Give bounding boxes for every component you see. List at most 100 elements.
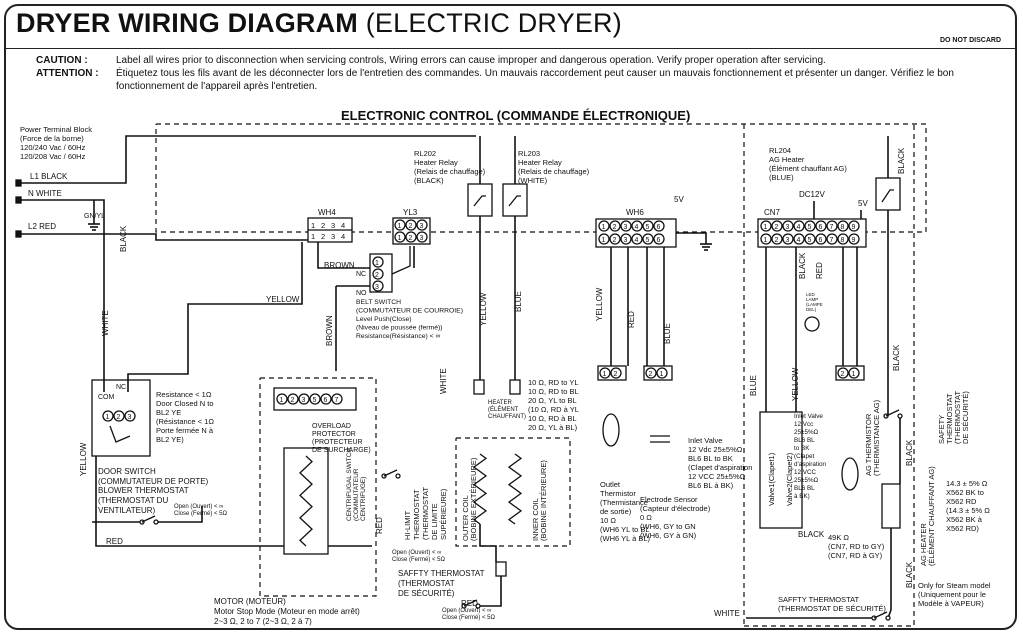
outlet-thermistor-label-line: Outlet [600,480,621,489]
wire-label-brown: BROWN [324,261,355,270]
wire-label-yellow-door: YELLOW [266,295,300,304]
ag-thermistor-label: (THERMISTANCE AG) [872,399,881,476]
hi-limit-switch-blade [383,469,398,477]
cn7-top-pin [826,220,838,232]
safety-thermostat-2-switch-blade [885,409,900,417]
door-resistance-line: Door Closed N to [156,399,214,408]
ag-heater-label: AG HEATER [919,523,928,566]
components [15,177,903,621]
overload-protector-line: DE SURCHARGE) [312,447,371,454]
wire-label-white-hilimit: WHITE [439,368,448,394]
motor-label-line: 2~3 Ω, 2 to 7 (2~3 Ω, 2 à 7) [214,617,312,626]
safety-thermostat-1-line: (THERMOSTAT [398,579,455,588]
cn7-bottom-pin-number: 7 [830,237,834,244]
wire-label-white-bottom: WHITE [714,609,740,618]
cn7-top-pin [760,220,772,232]
door-switch-pin [113,410,125,422]
wh6-top-pin-number: 2 [613,224,617,231]
outlet-thermistor-label-line: (WH6 YL to BL [600,525,650,534]
wire-label-black: BLACK [119,225,128,252]
wire-brown-belt [317,242,370,269]
inlet-valve-label-line: Inlet Valve [688,436,722,445]
relay-rl204-label-line: (BLUE) [769,173,794,182]
connector-yl3-pin [405,219,417,231]
inlet-valve-small-line: 25±5%Ω [794,429,819,436]
cn7-bottom-pin-number: 8 [841,237,845,244]
cn7-top-pin [815,220,827,232]
belt-switch-nc-label: NC [356,271,366,278]
cn7-top-pin-number: 4 [797,224,801,231]
cn7-top-pin-number: 6 [819,224,823,231]
wires [21,135,901,619]
cn7-bottom-pin-number: 6 [819,237,823,244]
inlet-valve-small-line: (Clapet [794,453,815,460]
door-resistance-line: BL2 YE [156,408,181,417]
attention-label: ATTENTION : [36,68,99,79]
electrode-sensor-label-line: (WH6, GY à GN) [640,531,697,540]
safety-thermostat-3-line: SAFFTY THERMOSTAT [778,595,860,604]
relay-rl203-label-line: RL203 [518,149,540,158]
belt-switch-no-pin [372,280,384,292]
ag-heater-resistance-line: (14.3 ± 5% Ω [946,506,990,515]
wire-label-black-led: BLACK [798,252,807,279]
cn7-bottom-pin [760,233,772,245]
hi-limit-label: THERMOSTAT [412,489,421,540]
ag-heater-resistance-line: X562 BK à [946,515,983,524]
inlet-valve-small-line: to BK [794,445,810,452]
wire-label-red-led: RED [815,262,824,279]
motor-pin [276,393,288,405]
hi-limit-label: HI-LIMIT [403,510,412,540]
caution-text: Label all wires prior to disconnection w… [116,55,826,66]
wire-label-yellow-left: YELLOW [79,442,88,476]
safety-thermostat-1-terminal [495,561,507,577]
connector-wh6-label: WH6 [626,208,644,217]
inlet-valve-small-line: à BK) [794,493,810,500]
steam-model-note-line: Only for Steam model [918,581,991,590]
safety-thermostat-3-switch-blade [873,611,888,619]
ag-thermistor-pin-number: 2 [841,371,845,378]
electrode-sensor-pin-number: 1 [660,371,664,378]
relay-rl203-label-line: Heater Relay [518,158,562,167]
wire-label-blue: BLUE [514,291,523,312]
inlet-valve-small-line: d'aspiration [794,461,827,468]
inner-coil-label: INNER COIL [531,498,540,541]
relay-rl204-label-line: RL204 [769,146,791,155]
heater-element-label-line: HEATER [488,400,513,406]
wh6-top-pin-number: 3 [624,224,628,231]
wire-label-yellow-valve: YELLOW [791,367,800,401]
wire-label-black-ag-heater: BLACK [905,439,914,466]
motor-boundary [259,377,377,597]
ag-thermistor-pin-number: 1 [852,371,856,378]
outlet-thermistor-label-line: (WH6 YL à BL) [600,534,651,543]
electrode-sensor-label-line: (Capteur d'électrode) [640,504,711,513]
inner-coil-label: (BOBINE INTÉRIEURE) [539,460,548,541]
cn7-top-pin-number: 1 [764,224,768,231]
inlet-valve-label-line: 12 Vdc 25±5%Ω [688,445,743,454]
centrifugal-switch: (COMMUTATEUR [353,468,360,521]
wh6-ground-wire [676,232,707,238]
inlet-valve-box [759,411,803,529]
wh6-top-pin [631,220,643,232]
wh6-bottom-pin-number: 4 [635,237,639,244]
belt-switch-blade [391,246,411,275]
ag-heater-resistance-line: 14.3 ± 5% Ω [946,479,988,488]
hi-limit-label: SUPÉRIEURE) [439,488,448,540]
cn7-top-pin-number: 3 [786,224,790,231]
motor-pin-number: 7 [335,397,339,404]
door-resistance-line: (Résistance < 1Ω [156,417,214,426]
power-terminal-block-line: 120/208 Vac / 60Hz [20,152,86,161]
relay-rl204-label-line: AG Heater [769,155,805,164]
wh6-bottom-pin [609,233,621,245]
inlet-valve-small-line: Inlet Valve [794,413,823,420]
outlet-thermistor-label-line: Thermistor [600,489,636,498]
hi-limit-switch-contact [395,473,401,479]
centrifugal-switch: CENTRIFUGE) [360,477,367,521]
cn7-bottom-pin-number: 5 [808,237,812,244]
cn7-bottom-pin [793,233,805,245]
wire-label-yellow: YELLOW [479,292,488,326]
outlet-thermistor-label-line: (Thermistance [600,498,648,507]
motor-pin [298,393,310,405]
connector-yl3-pin [416,219,428,231]
connector-yl3-pin [405,231,417,243]
heater-resistance-line: (10 Ω, RD à YL [528,405,579,414]
